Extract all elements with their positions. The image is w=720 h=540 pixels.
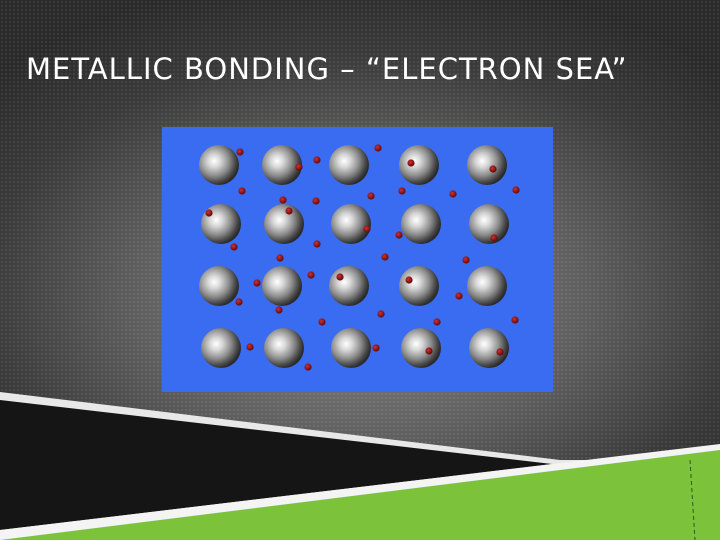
metal-ion — [469, 328, 509, 368]
electron — [374, 144, 382, 152]
metal-ion — [199, 145, 239, 185]
electron — [398, 187, 406, 195]
electron — [425, 347, 433, 355]
metal-ion — [329, 145, 369, 185]
electron — [313, 240, 321, 248]
metal-ion — [264, 328, 304, 368]
metal-ion — [331, 328, 371, 368]
metal-ion — [264, 204, 304, 244]
electron — [246, 343, 254, 351]
electron — [381, 253, 389, 261]
metal-ion — [201, 328, 241, 368]
electron — [462, 256, 470, 264]
electron — [253, 279, 261, 287]
electron — [235, 298, 243, 306]
electron — [496, 348, 504, 356]
metal-ion — [401, 328, 441, 368]
delocalized-electrons — [205, 144, 520, 371]
electron-sea-diagram — [162, 127, 553, 392]
electron — [279, 196, 287, 204]
electron — [318, 318, 326, 326]
electron — [312, 197, 320, 205]
electron — [449, 190, 457, 198]
electron — [205, 209, 213, 217]
electron — [336, 273, 344, 281]
electron — [512, 186, 520, 194]
electron — [455, 292, 463, 300]
slide-title: METALLIC BONDING – “ELECTRON SEA” — [26, 52, 628, 86]
metal-ion — [199, 266, 239, 306]
electron — [307, 271, 315, 279]
electron — [407, 159, 415, 167]
metal-ion — [329, 266, 369, 306]
electron — [275, 306, 283, 314]
electron — [490, 234, 498, 242]
electron — [295, 163, 303, 171]
electron — [405, 276, 413, 284]
metal-ion — [331, 204, 371, 244]
electron — [511, 316, 519, 324]
metal-ion — [469, 204, 509, 244]
electron — [377, 310, 385, 318]
metal-ion — [201, 204, 241, 244]
dashed-accent-line — [689, 459, 696, 540]
metal-ion — [262, 266, 302, 306]
metal-ion — [399, 145, 439, 185]
electron — [313, 156, 321, 164]
electron — [433, 318, 441, 326]
electron — [276, 254, 284, 262]
electron — [230, 243, 238, 251]
metal-ion — [467, 145, 507, 185]
electron — [372, 344, 380, 352]
electron — [304, 363, 312, 371]
metal-ion-lattice — [199, 145, 509, 368]
metal-ion — [399, 266, 439, 306]
electron — [363, 225, 371, 233]
electron — [238, 187, 246, 195]
electron — [489, 165, 497, 173]
green-wedge — [0, 450, 720, 540]
electron — [285, 207, 293, 215]
metal-ion — [401, 204, 441, 244]
electron — [395, 231, 403, 239]
black-wedge — [0, 400, 552, 530]
electron — [367, 192, 375, 200]
electron — [236, 148, 244, 156]
metal-ion — [262, 145, 302, 185]
metal-ion — [467, 266, 507, 306]
decorative-footer — [0, 392, 720, 540]
